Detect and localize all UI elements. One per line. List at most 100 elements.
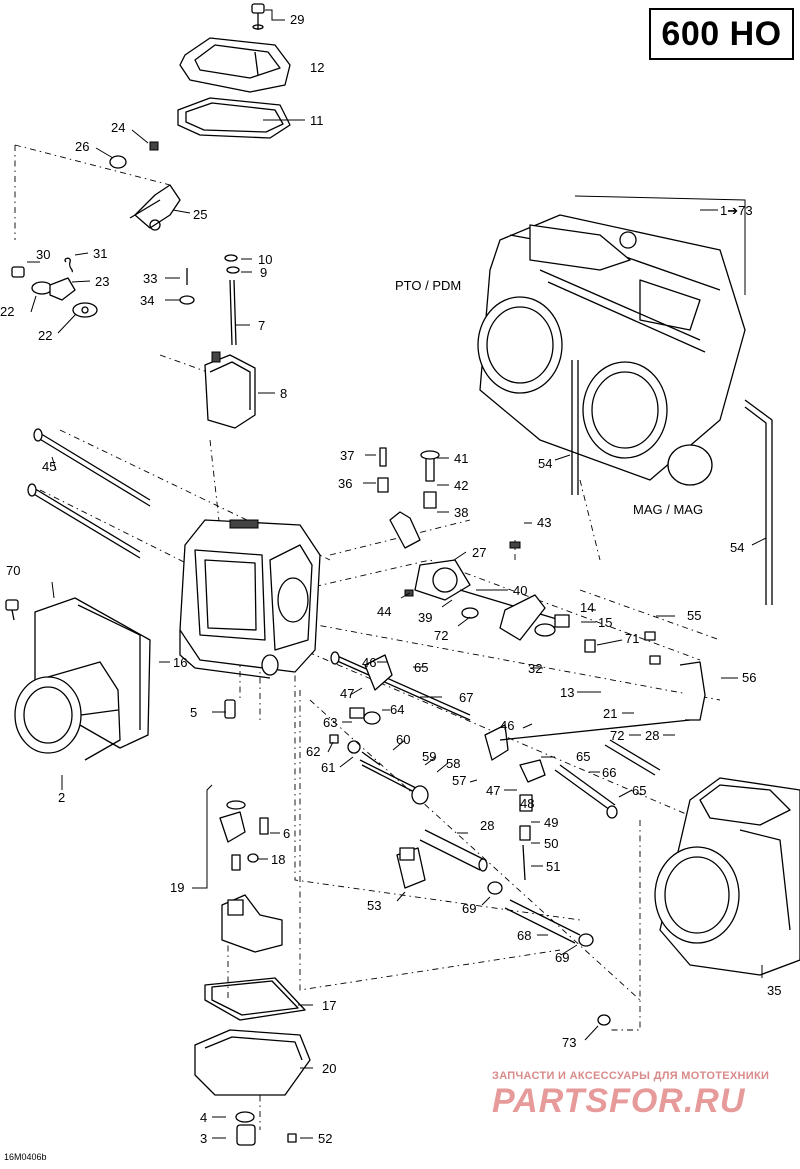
callout-62: 62 — [306, 744, 320, 759]
callout-42: 42 — [454, 478, 468, 493]
callout-54b: 54 — [730, 540, 744, 555]
cable-bracket-parts — [11, 257, 98, 318]
callout-12: 12 — [310, 60, 324, 75]
callout-56: 56 — [742, 670, 756, 685]
callout-38: 38 — [454, 505, 468, 520]
carburetor-assembly-complete — [477, 214, 746, 486]
callout-47a: 47 — [340, 686, 354, 701]
model-label: 600 HO — [649, 8, 794, 60]
callout-10: 10 — [258, 252, 272, 267]
long-screws-part — [27, 428, 151, 559]
callout-29: 29 — [290, 12, 304, 27]
callout-16: 16 — [173, 655, 187, 670]
carb-cover-part — [179, 37, 291, 93]
callout-4: 4 — [200, 1110, 207, 1125]
callout-23: 23 — [95, 274, 109, 289]
carburetor-body-right — [654, 777, 800, 976]
callout-53: 53 — [367, 898, 381, 913]
callout-27: 27 — [472, 545, 486, 560]
callout-44: 44 — [377, 604, 391, 619]
callout-15: 15 — [598, 615, 612, 630]
carburetor-body-left — [179, 519, 321, 679]
callout-72a: 72 — [434, 628, 448, 643]
cover-gasket-part — [177, 97, 291, 139]
callout-28a: 28 — [645, 728, 659, 743]
right-bracket-56 — [644, 631, 706, 721]
callout-66: 66 — [602, 765, 616, 780]
callout-57: 57 — [452, 773, 466, 788]
callout-21: 21 — [603, 706, 617, 721]
callout-25: 25 — [193, 207, 207, 222]
small-screw-70 — [5, 599, 19, 621]
callout-19: 19 — [170, 880, 184, 895]
callout-36: 36 — [338, 476, 352, 491]
callout-11: 11 — [310, 113, 324, 128]
callout-33: 33 — [143, 271, 157, 286]
callout-8: 8 — [280, 386, 287, 401]
watermark-tagline: ЗАПЧАСТИ И АКСЕССУАРЫ ДЛЯ МОТОТЕХНИКИ — [492, 1070, 770, 1082]
callout-47b: 47 — [486, 783, 500, 798]
callout-labels: 29 12 11 24 26 25 1➔73 30 31 10 9 33 23 … — [0, 12, 781, 1146]
callout-51: 51 — [546, 859, 560, 874]
callout-71: 71 — [625, 631, 639, 646]
callout-31: 31 — [93, 246, 107, 261]
callout-7: 7 — [258, 318, 265, 333]
callout-18: 18 — [271, 852, 285, 867]
callout-30: 30 — [36, 247, 50, 262]
callout-49: 49 — [544, 815, 558, 830]
callout-45: 45 — [42, 459, 56, 474]
callout-69b: 69 — [555, 950, 569, 965]
callout-72b: 72 — [610, 728, 624, 743]
callout-3: 3 — [200, 1131, 207, 1146]
callout-9: 9 — [260, 265, 267, 280]
callout-40: 40 — [513, 583, 527, 598]
callout-1-73: 1➔73 — [720, 203, 753, 218]
callout-43: 43 — [537, 515, 551, 530]
throttle-shaft-parts — [329, 651, 691, 881]
intake-flange-part — [14, 661, 121, 761]
callout-58: 58 — [446, 756, 460, 771]
callout-52: 52 — [318, 1131, 332, 1146]
callout-24: 24 — [111, 120, 125, 135]
callout-37: 37 — [340, 448, 354, 463]
callout-68: 68 — [517, 928, 531, 943]
callout-65a: 65 — [414, 660, 428, 675]
callout-54a: 54 — [538, 456, 552, 471]
callout-48: 48 — [520, 796, 534, 811]
callout-14: 14 — [580, 600, 594, 615]
callout-20: 20 — [322, 1061, 336, 1076]
callout-64: 64 — [390, 702, 404, 717]
drawing-reference: 16M0406b — [4, 1152, 47, 1162]
callout-63: 63 — [323, 715, 337, 730]
choke-and-linkage-parts — [377, 447, 596, 653]
callout-17: 17 — [322, 998, 336, 1013]
callout-22b: 22 — [38, 328, 52, 343]
callout-50: 50 — [544, 836, 558, 851]
callout-59: 59 — [422, 749, 436, 764]
watermark-brand: PARTSFOR.RU — [492, 1082, 746, 1120]
callout-55: 55 — [687, 608, 701, 623]
callout-5: 5 — [190, 705, 197, 720]
callout-39: 39 — [418, 610, 432, 625]
callout-28b: 28 — [480, 818, 494, 833]
tubes-and-fittings-parts — [396, 829, 611, 1026]
cover-screw-part — [251, 3, 265, 30]
throttle-lever-part — [109, 141, 181, 231]
callout-65c: 65 — [632, 783, 646, 798]
callout-69a: 69 — [462, 901, 476, 916]
callout-6: 6 — [283, 826, 290, 841]
callout-34: 34 — [140, 293, 154, 308]
callout-73: 73 — [562, 1035, 576, 1050]
callout-41: 41 — [454, 451, 468, 466]
callout-60: 60 — [396, 732, 410, 747]
jet-needle-slide-parts — [179, 254, 256, 429]
callout-26: 26 — [75, 139, 89, 154]
callout-61: 61 — [321, 760, 335, 775]
callout-70: 70 — [6, 563, 20, 578]
callout-65b: 65 — [576, 749, 590, 764]
fuel-line-54 — [571, 360, 773, 605]
callout-leaders — [27, 9, 767, 1139]
callout-2: 2 — [58, 790, 65, 805]
callout-32: 32 — [528, 661, 542, 676]
